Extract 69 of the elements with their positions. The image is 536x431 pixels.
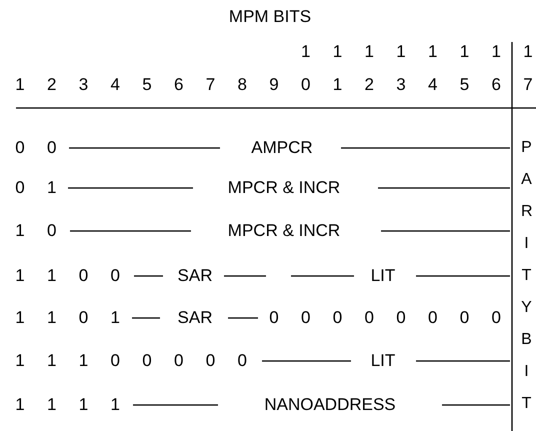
bit-label: 1 bbox=[47, 308, 56, 328]
bit-label: 3 bbox=[78, 75, 88, 95]
bit-label: 7 bbox=[523, 75, 533, 95]
bit-label: 1 bbox=[47, 351, 56, 371]
bit-label: 1 bbox=[15, 395, 25, 415]
bit-label: 0 bbox=[301, 75, 310, 95]
bit-label: 0 bbox=[396, 308, 406, 328]
bit-label: 9 bbox=[269, 75, 279, 95]
bit-label: 1 bbox=[110, 308, 120, 328]
bit-label: MPCR & INCR bbox=[228, 221, 340, 241]
bit-label: 0 bbox=[238, 351, 247, 371]
bit-label: 3 bbox=[396, 75, 406, 95]
bit-label: 0 bbox=[47, 221, 56, 241]
bit-label: LIT bbox=[370, 351, 396, 371]
bit-label: 1 bbox=[364, 42, 374, 62]
bit-label: LIT bbox=[370, 266, 396, 286]
bit-label: 4 bbox=[110, 75, 120, 95]
bit-label: 0 bbox=[460, 308, 470, 328]
bit-label: 7 bbox=[206, 75, 216, 95]
bit-label: 1 bbox=[523, 42, 533, 62]
bit-label: SAR bbox=[178, 308, 212, 328]
bit-label: 4 bbox=[428, 75, 438, 95]
bit-label: 1 bbox=[492, 42, 501, 62]
bit-label: 6 bbox=[174, 75, 184, 95]
bit-label: 0 bbox=[78, 266, 88, 286]
vertical-label: PARITY BIT bbox=[521, 138, 532, 414]
bit-label: 1 bbox=[332, 75, 342, 95]
bit-label: 1 bbox=[15, 75, 25, 95]
bit-label: 2 bbox=[47, 75, 56, 95]
bit-label: 1 bbox=[78, 395, 88, 415]
bit-label: 2 bbox=[364, 75, 374, 95]
bit-label: 0 bbox=[492, 308, 501, 328]
bit-label: 0 bbox=[47, 138, 56, 158]
bit-label: 1 bbox=[396, 42, 406, 62]
bit-label: 5 bbox=[142, 75, 152, 95]
bit-label: 1 bbox=[332, 42, 342, 62]
bit-label: 1 bbox=[460, 42, 470, 62]
bit-label: 0 bbox=[301, 308, 310, 328]
bit-label: AMPCR bbox=[251, 138, 313, 158]
bit-label: 6 bbox=[492, 75, 501, 95]
bit-label: 0 bbox=[110, 351, 120, 371]
bit-label: 1 bbox=[78, 351, 88, 371]
bit-label: 1 bbox=[15, 266, 25, 286]
bit-label: 0 bbox=[269, 308, 279, 328]
bit-label: 1 bbox=[47, 266, 56, 286]
bit-label: 0 bbox=[174, 351, 184, 371]
bit-label: 0 bbox=[142, 351, 152, 371]
bit-label: 0 bbox=[428, 308, 438, 328]
bit-label: 5 bbox=[460, 75, 470, 95]
bit-label: 0 bbox=[15, 138, 25, 158]
bit-label: NANOADDRESS bbox=[264, 395, 396, 415]
bit-label: 1 bbox=[15, 221, 25, 241]
bit-label: 0 bbox=[15, 178, 25, 198]
bit-label: MPCR & INCR bbox=[228, 178, 340, 198]
bit-label: 1 bbox=[110, 395, 120, 415]
bit-label: 0 bbox=[364, 308, 374, 328]
bit-label: 0 bbox=[78, 308, 88, 328]
bit-label: 0 bbox=[110, 266, 120, 286]
bit-label: 1 bbox=[15, 351, 25, 371]
bit-label: 1 bbox=[301, 42, 310, 62]
title: MPM BITS bbox=[228, 6, 312, 28]
bit-label: 1 bbox=[428, 42, 438, 62]
bit-label: 1 bbox=[47, 395, 56, 415]
bit-label: SAR bbox=[178, 266, 212, 286]
bit-label: 8 bbox=[238, 75, 247, 95]
bit-label: 1 bbox=[47, 178, 56, 198]
bit-label: 0 bbox=[332, 308, 342, 328]
bit-label: 0 bbox=[206, 351, 216, 371]
bit-label: 1 bbox=[15, 308, 25, 328]
